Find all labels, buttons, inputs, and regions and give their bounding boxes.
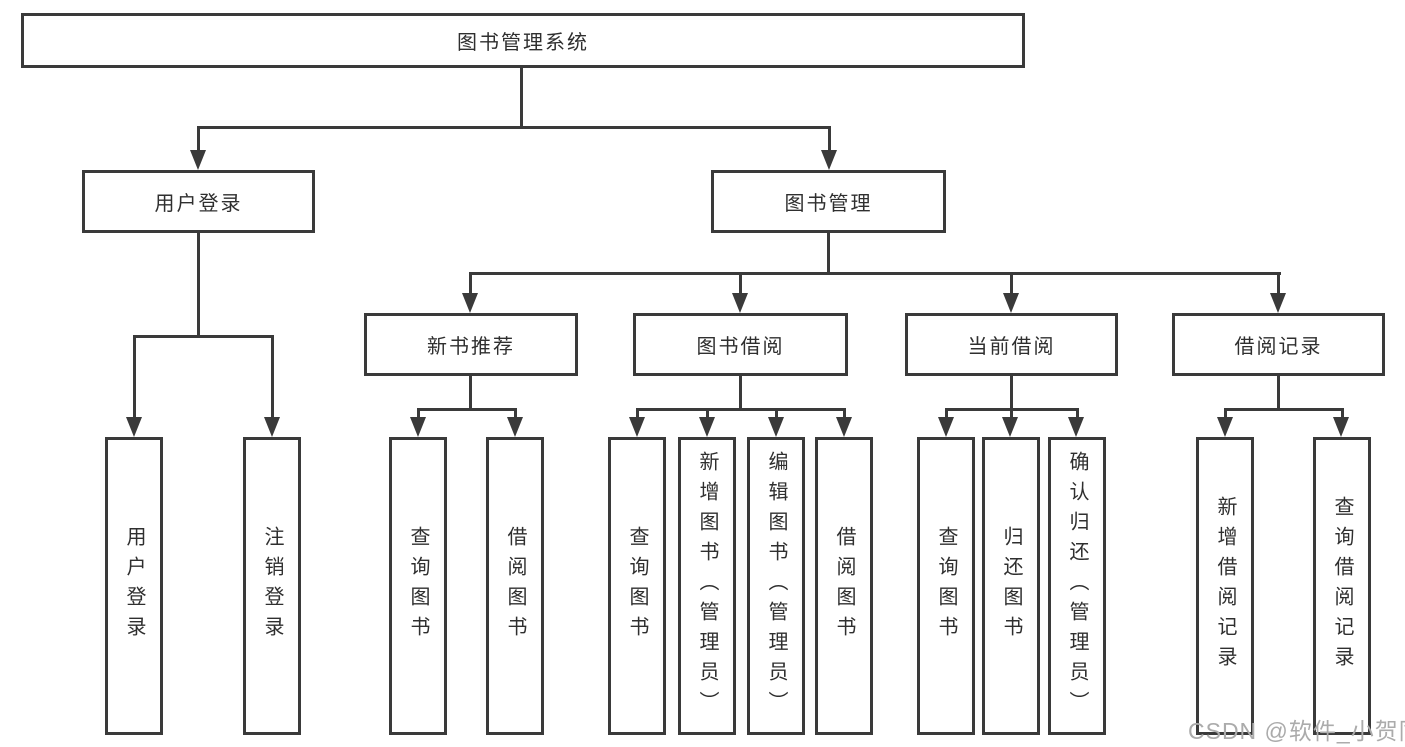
node-new-book-recommendation: 新书推荐 (364, 313, 578, 376)
connector-vline (417, 408, 420, 419)
connector-vline (1277, 272, 1280, 295)
arrow-down-icon (732, 293, 748, 313)
arrow-down-icon (410, 417, 426, 437)
arrow-down-icon (821, 150, 837, 170)
node-library-management-system: 图书管理系统 (21, 13, 1025, 68)
arrow-down-icon (938, 417, 954, 437)
connector-vline (1010, 408, 1013, 419)
connector-vline (469, 272, 472, 295)
connector-hline (636, 408, 846, 411)
node-leaf-borrow-books: 借阅图书 (486, 437, 544, 735)
connector-vline (197, 126, 200, 154)
arrow-down-icon (1333, 417, 1349, 437)
connector-vline (739, 373, 742, 411)
connector-vline (1341, 408, 1344, 419)
csdn-watermark: CSDN @软件_小贺同学 (1188, 718, 1405, 744)
connector-hline (417, 408, 517, 411)
arrow-down-icon (126, 417, 142, 437)
node-leaf-query-borrow-record: 查询借阅记录 (1313, 437, 1371, 735)
connector-vline (520, 66, 523, 129)
node-leaf-user-login: 用户登录 (105, 437, 163, 735)
node-leaf-edit-books-admin: 编辑图书（管理员） (747, 437, 805, 735)
arrow-down-icon (190, 150, 206, 170)
connector-vline (197, 230, 200, 338)
connector-vline (828, 126, 831, 154)
node-leaf-query-books: 查询图书 (608, 437, 666, 735)
arrow-down-icon (1270, 293, 1286, 313)
connector-vline (133, 335, 136, 419)
arrow-down-icon (699, 417, 715, 437)
connector-vline (827, 230, 830, 275)
connector-vline (469, 373, 472, 411)
arrow-down-icon (836, 417, 852, 437)
arrow-down-icon (507, 417, 523, 437)
connector-hline (1224, 408, 1344, 411)
arrow-down-icon (629, 417, 645, 437)
node-leaf-borrow-books: 借阅图书 (815, 437, 873, 735)
arrow-down-icon (768, 417, 784, 437)
node-user-login: 用户登录 (82, 170, 315, 233)
arrow-down-icon (1003, 293, 1019, 313)
arrow-down-icon (1217, 417, 1233, 437)
connector-vline (1277, 373, 1280, 411)
node-leaf-query-books: 查询图书 (917, 437, 975, 735)
node-book-borrowing: 图书借阅 (633, 313, 848, 376)
connector-vline (775, 408, 778, 419)
connector-hline (133, 335, 274, 338)
node-leaf-add-books-admin: 新增图书（管理员） (678, 437, 736, 735)
connector-vline (945, 408, 948, 419)
connector-vline (706, 408, 709, 419)
connector-vline (843, 408, 846, 419)
arrow-down-icon (264, 417, 280, 437)
connector-vline (1076, 408, 1079, 419)
connector-vline (1010, 373, 1013, 411)
node-leaf-confirm-return-admin: 确认归还（管理员） (1048, 437, 1106, 735)
node-current-borrowing: 当前借阅 (905, 313, 1118, 376)
connector-hline (469, 272, 1281, 275)
connector-vline (1010, 272, 1013, 295)
node-book-management: 图书管理 (711, 170, 946, 233)
node-leaf-query-books: 查询图书 (389, 437, 447, 735)
connector-vline (514, 408, 517, 419)
node-leaf-logout: 注销登录 (243, 437, 301, 735)
connector-vline (636, 408, 639, 419)
node-leaf-add-borrow-record: 新增借阅记录 (1196, 437, 1254, 735)
node-borrowing-records: 借阅记录 (1172, 313, 1385, 376)
connector-vline (739, 272, 742, 295)
arrow-down-icon (1002, 417, 1018, 437)
connector-hline (197, 126, 831, 129)
arrow-down-icon (1068, 417, 1084, 437)
node-leaf-return-books: 归还图书 (982, 437, 1040, 735)
connector-vline (1224, 408, 1227, 419)
arrow-down-icon (462, 293, 478, 313)
connector-vline (271, 335, 274, 419)
